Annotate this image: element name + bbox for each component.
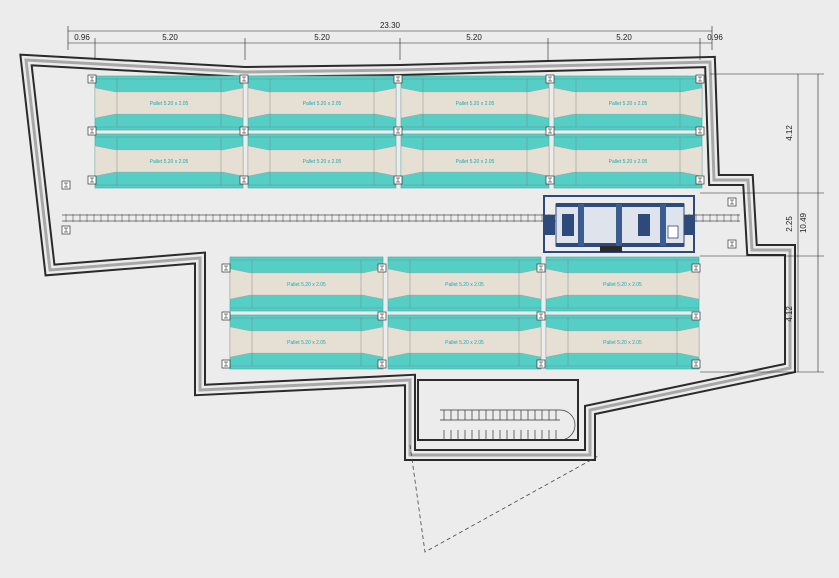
building-wall [19, 53, 796, 461]
pallet-label: Pallet 5.20 x 2.05 [609, 159, 648, 165]
column-icon [87, 74, 97, 84]
column-icon [393, 74, 403, 84]
pallet-label: Pallet 5.20 x 2.05 [150, 159, 189, 165]
dim-segment-5: 5.20 [616, 33, 632, 42]
column-icon [727, 197, 737, 207]
column-icon [545, 175, 555, 185]
column-icon [691, 311, 701, 321]
pallet-lower-bottom: Pallet 5.20 x 2.05 [229, 314, 384, 370]
pallet-label: Pallet 5.20 x 2.05 [445, 340, 484, 346]
column-icon [61, 180, 71, 190]
column-icon [536, 311, 546, 321]
pallet-lower-top: Pallet 5.20 x 2.05 [387, 256, 542, 312]
column-icon [221, 311, 231, 321]
column-icon [239, 74, 249, 84]
pallet-label: Pallet 5.20 x 2.05 [445, 282, 484, 288]
column-icon [695, 126, 705, 136]
dim-right-2: 2.25 [785, 216, 794, 232]
dim-segment-3: 5.20 [314, 33, 330, 42]
pallet-label: Pallet 5.20 x 2.05 [287, 340, 326, 346]
dim-right-total: 10.49 [799, 212, 808, 233]
column-icon [695, 74, 705, 84]
pallet-label: Pallet 5.20 x 2.05 [303, 101, 342, 107]
dim-segment-1: 0.96 [74, 33, 90, 42]
pallet-label: Pallet 5.20 x 2.05 [603, 340, 642, 346]
pallet-upper-top: Pallet 5.20 x 2.05 [247, 75, 397, 131]
ramp-outline [409, 444, 601, 553]
column-icon [239, 126, 249, 136]
pallet-lower-top: Pallet 5.20 x 2.05 [545, 256, 700, 312]
column-icon [393, 175, 403, 185]
pallet-upper-bottom: Pallet 5.20 x 2.05 [400, 133, 550, 189]
shuttle-trolley-icon [543, 195, 695, 253]
column-icon [536, 263, 546, 273]
column-icon [221, 359, 231, 369]
pallet-upper-top: Pallet 5.20 x 2.05 [94, 75, 244, 131]
dimension-lines [67, 26, 824, 373]
dim-segment-6: 0.96 [707, 33, 723, 42]
pallet-label: Pallet 5.20 x 2.05 [150, 101, 189, 107]
column-icon [377, 311, 387, 321]
pallet-upper-bottom: Pallet 5.20 x 2.05 [553, 133, 703, 189]
column-icon [377, 359, 387, 369]
column-icon [536, 359, 546, 369]
column-icon [87, 126, 97, 136]
column-icon [727, 239, 737, 249]
column-icon [691, 263, 701, 273]
column-icon [393, 126, 403, 136]
pallet-label: Pallet 5.20 x 2.05 [456, 159, 495, 165]
dim-segment-2: 5.20 [162, 33, 178, 42]
pallet-lower-bottom: Pallet 5.20 x 2.05 [545, 314, 700, 370]
pallet-upper-top: Pallet 5.20 x 2.05 [553, 75, 703, 131]
column-icon [239, 175, 249, 185]
column-icon [695, 175, 705, 185]
dimension-labels: 23.30 0.96 5.20 5.20 5.20 5.20 0.96 10.4… [74, 21, 808, 322]
pallet-label: Pallet 5.20 x 2.05 [456, 101, 495, 107]
dim-right-1: 4.12 [785, 125, 794, 141]
pallet-upper-top: Pallet 5.20 x 2.05 [400, 75, 550, 131]
column-icon [545, 126, 555, 136]
pallet-label: Pallet 5.20 x 2.05 [609, 101, 648, 107]
column-icon [377, 263, 387, 273]
column-icon [87, 175, 97, 185]
column-icon [61, 225, 71, 235]
pallet-label: Pallet 5.20 x 2.05 [303, 159, 342, 165]
column-icon [221, 263, 231, 273]
pallet-label: Pallet 5.20 x 2.05 [603, 282, 642, 288]
pallet-upper-bottom: Pallet 5.20 x 2.05 [247, 133, 397, 189]
dim-segment-4: 5.20 [466, 33, 482, 42]
pallet-lower-bottom: Pallet 5.20 x 2.05 [387, 314, 542, 370]
column-icon [691, 359, 701, 369]
staircase-icon [417, 379, 579, 441]
pallet-upper-bottom: Pallet 5.20 x 2.05 [94, 133, 244, 189]
dim-total-width: 23.30 [380, 21, 401, 30]
pallet-lower-top: Pallet 5.20 x 2.05 [229, 256, 384, 312]
column-icon [545, 74, 555, 84]
pallet-label: Pallet 5.20 x 2.05 [287, 282, 326, 288]
structural-columns [61, 74, 737, 369]
dim-right-3: 4.12 [785, 306, 794, 322]
